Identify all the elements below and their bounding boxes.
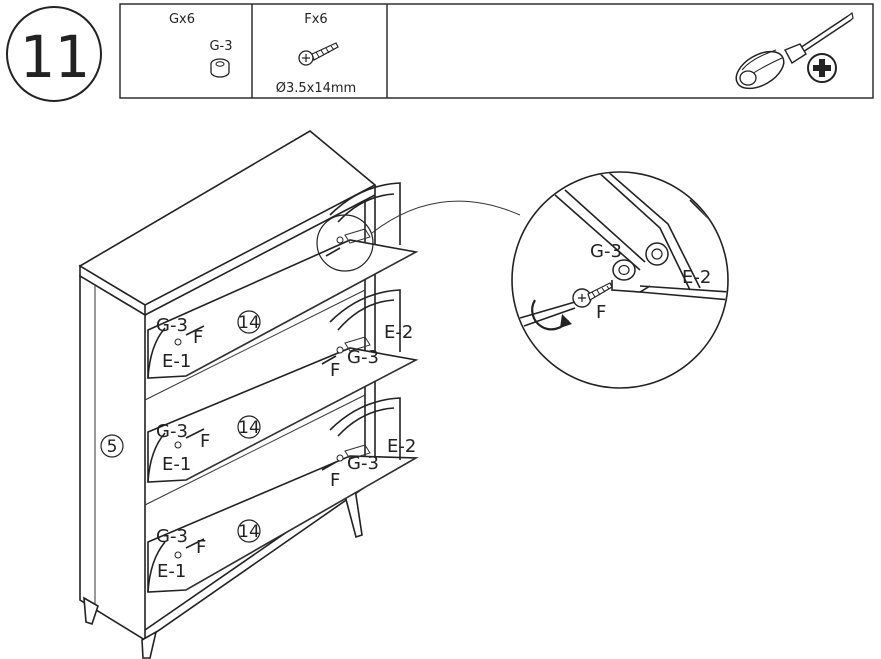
door-badge-2: 14: [237, 415, 261, 439]
door-label-1: 14: [238, 313, 260, 333]
screw-label-right-1: F: [330, 360, 340, 381]
cam-label-left-2: G-3: [156, 421, 188, 442]
detail-view: G-3 E-2 F: [511, 171, 729, 389]
part-screw-size: Ø3.5x14mm: [276, 81, 356, 96]
part-screw: Fx6 Ø3.5x14mm: [276, 12, 356, 96]
hinge-label-left-1: E-1: [162, 351, 191, 372]
hinge-brackets: [174, 228, 371, 559]
step-number: 11: [19, 23, 89, 91]
hinge-label-right-1: E-2: [384, 322, 413, 343]
part-screw-quantity: Fx6: [304, 12, 327, 27]
door-badge-3: 14: [237, 519, 261, 543]
door-label-2: 14: [238, 418, 260, 438]
cam-label-left-1: G-3: [156, 315, 188, 336]
door-badge-1: 14: [237, 310, 261, 334]
cam-label-right-1: G-3: [347, 347, 379, 368]
cam-label-left-3: G-3: [156, 526, 188, 547]
screw-icon: [298, 42, 339, 66]
detail-cam-label: G-3: [590, 241, 622, 262]
side-panel-badge: 5: [100, 434, 124, 458]
cam-label-right-2: G-3: [347, 453, 379, 474]
detail-screw-label: F: [596, 302, 606, 323]
shoe-cabinet: [78, 130, 521, 659]
screw-label-left-3: F: [196, 537, 206, 558]
door-label-3: 14: [238, 522, 260, 542]
detail-hinge-label: E-2: [682, 267, 711, 288]
step-badge: 11: [6, 6, 102, 102]
screw-label-left-1: F: [193, 327, 203, 348]
part-cam-quantity: Gx6: [169, 12, 195, 27]
part-cam-code: G-3: [209, 39, 232, 54]
parts-header: Gx6 G-3 Fx6 Ø3.5x14mm: [119, 3, 874, 99]
phillips-screwdriver-icon: [735, 11, 854, 90]
side-panel-label: 5: [107, 437, 118, 457]
screw-label-right-2: F: [330, 470, 340, 491]
hinge-label-left-3: E-1: [157, 561, 186, 582]
part-cam: Gx6 G-3: [169, 12, 233, 78]
callout-labels: 5 14 14 14 G-3 F E-1 G-3 F E-1 G-3 F E-1…: [100, 310, 416, 582]
screw-label-left-2: F: [200, 431, 210, 452]
cam-dowel-icon: [210, 58, 230, 78]
hinge-label-left-2: E-1: [162, 454, 191, 475]
hinge-label-right-2: E-2: [387, 436, 416, 457]
